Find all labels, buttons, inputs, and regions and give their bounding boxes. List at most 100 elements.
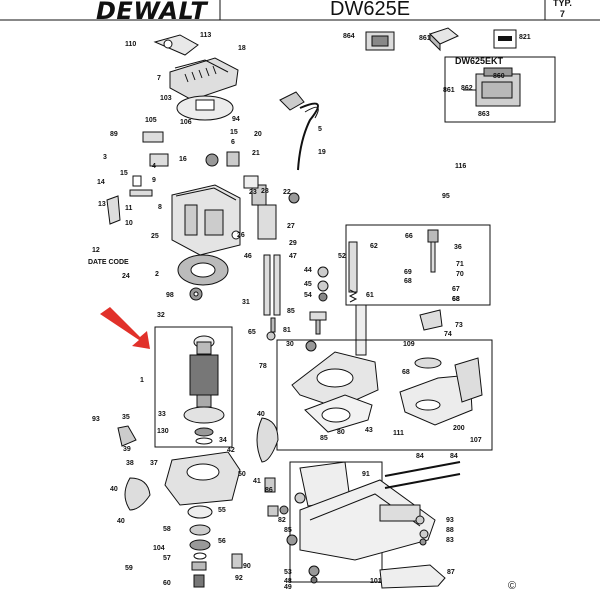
part-number-label: 37 (150, 460, 158, 467)
part-number-label: 70 (456, 271, 464, 278)
part-number-label: 47 (289, 253, 297, 260)
fine-adjust-box (345, 224, 491, 331)
part-number-label: 30 (286, 341, 294, 348)
part-number-label: 103 (160, 95, 172, 102)
part-number-label: 73 (455, 322, 463, 329)
part-number-label: 20 (254, 131, 262, 138)
part-number-label: 68 (404, 278, 412, 285)
part-number-label: 71 (456, 261, 464, 268)
part-number-label: 91 (362, 471, 370, 478)
kit-part-number: 861 (443, 87, 455, 94)
part-number-label: 21 (252, 150, 260, 157)
part-number-label: 821 (519, 34, 531, 41)
part-number-label: 87 (447, 569, 455, 576)
part-number-label: 69 (404, 269, 412, 276)
part-number-label: 86 (265, 487, 273, 494)
part-number-label: 66 (405, 233, 413, 240)
part-number-label: 48 (284, 578, 292, 585)
part-number-label: 55 (218, 507, 226, 514)
brush-holder-parts (129, 131, 240, 197)
kit-part-number: 862 (461, 85, 473, 92)
part-number-label: 6 (231, 139, 235, 146)
part-number-label: 56 (218, 538, 226, 545)
part-number-label: 94 (232, 116, 240, 123)
armature-box (154, 326, 233, 448)
part-number-label: 59 (125, 565, 133, 572)
part-number-label: 82 (278, 517, 286, 524)
part-number-label: 22 (283, 189, 291, 196)
part-number-label: 80 (337, 429, 345, 436)
typ-label: TYP. (553, 0, 572, 8)
part-number-label: 65 (248, 329, 256, 336)
part-number-label: 116 (455, 163, 466, 170)
part-number-label: 12 (92, 247, 100, 254)
part-number-label: 89 (110, 131, 118, 138)
part-number-label: 107 (470, 437, 482, 444)
part-number-label: 42 (227, 447, 235, 454)
part-number-label: 3 (103, 154, 107, 161)
copyright-mark: © (508, 580, 517, 592)
part-number-label: 88 (446, 527, 454, 534)
part-number-label: 10 (125, 220, 133, 227)
header-frame (0, 0, 600, 21)
part-number-label: 98 (166, 292, 174, 299)
part-number-label: 32 (157, 312, 165, 319)
part-number-label: 15 (120, 170, 128, 177)
part-number-label: 45 (304, 281, 312, 288)
part-number-label: 34 (219, 437, 227, 444)
part-number-label: 18 (238, 45, 246, 52)
part-number-label: 74 (444, 331, 452, 338)
accessory-861 (429, 27, 459, 52)
part-number-label: 84 (450, 453, 458, 460)
part-number-label: 43 (365, 427, 373, 434)
part-number-label: 25 (151, 233, 159, 240)
type-box: TYP. 7 (553, 0, 572, 20)
accessory-821 (493, 29, 517, 49)
kit-title: DW625EKT (455, 56, 504, 66)
part-number-label: 27 (287, 223, 295, 230)
part-number-label: 26 (237, 232, 245, 239)
part-number-label: 84 (416, 453, 424, 460)
part-number-label: 106 (180, 119, 192, 126)
part-number-label: 85 (284, 527, 292, 534)
part-number-label: 53 (284, 569, 292, 576)
field-coil (177, 254, 229, 301)
part-number-label: 68 (402, 369, 410, 376)
brand-logo: DEWALT (96, 0, 208, 25)
model-number: DW625E (330, 0, 411, 20)
part-number-label: 40 (257, 411, 265, 418)
base-plate-box (276, 339, 493, 451)
part-number-label: 57 (163, 555, 171, 562)
date-code-label: DATE CODE (88, 259, 129, 266)
plunge-columns (263, 241, 358, 316)
router-base (117, 417, 279, 511)
part-number-label: 7 (157, 75, 161, 82)
part-number-label: 35 (122, 414, 130, 421)
part-number-label: 44 (304, 267, 312, 274)
kit-part-number: 863 (478, 111, 490, 118)
part-number-label: 39 (123, 446, 131, 453)
side-bracket-parts (106, 175, 300, 240)
part-number-label: 78 (259, 363, 267, 370)
part-number-label: 23 (249, 189, 257, 196)
part-number-label: 85 (320, 435, 328, 442)
part-number-label: 101 (370, 578, 382, 585)
part-number-label: 49 (284, 584, 292, 591)
part-number-label: 14 (97, 179, 105, 186)
parallel-fence (264, 461, 461, 589)
part-number-label: 9 (152, 177, 156, 184)
part-number-label: 38 (126, 460, 134, 467)
part-number-label: 15 (230, 129, 238, 136)
part-number-label: 31 (242, 299, 250, 306)
part-number-label: 93 (92, 416, 100, 423)
part-number-label: 861 (419, 35, 431, 42)
part-number-label: 85 (287, 308, 295, 315)
part-number-label: 13 (98, 201, 106, 208)
part-number-label: 36 (454, 244, 462, 251)
part-number-label: 81 (283, 327, 291, 334)
depth-stop-parts (266, 266, 367, 356)
part-number-label: 864 (343, 33, 355, 40)
part-number-label: 200 (453, 425, 465, 432)
typ-value: 7 (559, 9, 565, 19)
power-cord (279, 91, 319, 171)
